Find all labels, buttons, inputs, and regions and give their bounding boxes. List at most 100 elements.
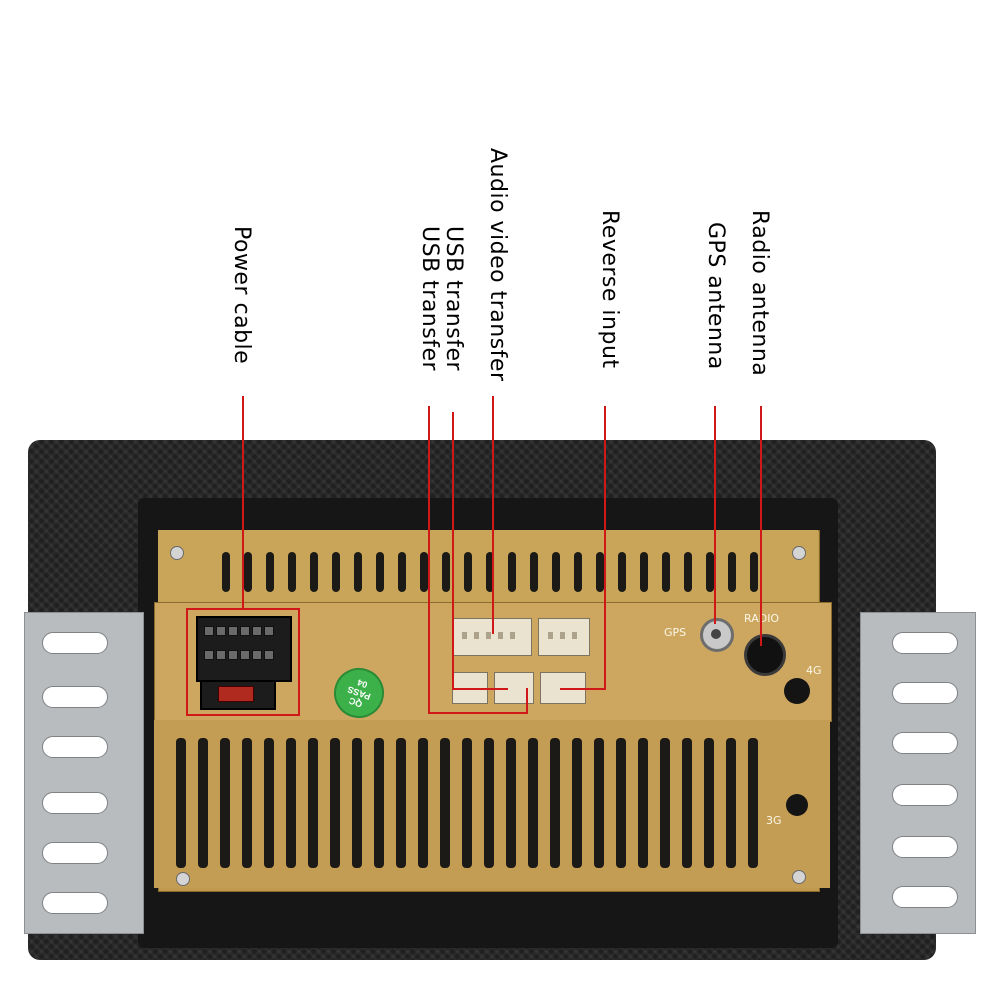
bracket-slot: [892, 784, 958, 806]
heatsink-slot: [462, 738, 472, 868]
vent-slot: [508, 552, 516, 592]
connector-pin: [228, 626, 238, 636]
vent-slot: [750, 552, 758, 592]
heatsink-slot: [374, 738, 384, 868]
vent-slot: [354, 552, 362, 592]
connector-pin: [510, 632, 515, 639]
connector-pin: [264, 626, 274, 636]
reverse-input-leader-bottom: [560, 688, 606, 690]
connector-pin: [204, 626, 214, 636]
audio-video-transfer-label: Audio video transfer: [485, 148, 510, 382]
bracket-slot: [42, 892, 108, 914]
vent-slot: [728, 552, 736, 592]
heatsink-slot: [176, 738, 186, 868]
connector-pin: [560, 632, 565, 639]
heatsink-slot: [572, 738, 582, 868]
vent-slot: [596, 552, 604, 592]
heatsink-slot: [616, 738, 626, 868]
radio-antenna-leader: [760, 406, 762, 646]
vent-slot: [244, 552, 252, 592]
connector-pin: [204, 650, 214, 660]
bracket-slot: [892, 836, 958, 858]
red-plug: [218, 686, 254, 702]
vent-slot: [398, 552, 406, 592]
gps-port-center: [711, 629, 721, 639]
usb-transfer-leader-2-bottom: [452, 688, 508, 690]
vent-slot: [222, 552, 230, 592]
gps-silkscreen: GPS: [664, 626, 687, 639]
vent-slot: [706, 552, 714, 592]
vent-slot: [618, 552, 626, 592]
heatsink-slot: [220, 738, 230, 868]
bracket-slot: [42, 842, 108, 864]
connector-pin: [228, 650, 238, 660]
heatsink-slot: [286, 738, 296, 868]
reverse-input-leader: [604, 406, 606, 690]
connector-pin: [548, 632, 553, 639]
connector-pin: [240, 626, 250, 636]
usb-transfer-leader-1-up: [526, 688, 528, 714]
power-cable-leader: [242, 396, 244, 610]
connector-pin: [252, 650, 262, 660]
bracket-slot: [892, 632, 958, 654]
connector-pin: [252, 626, 262, 636]
vent-slot: [442, 552, 450, 592]
heatsink-slot: [506, 738, 516, 868]
audio-video-leader: [492, 396, 494, 634]
heatsink-slot: [308, 738, 318, 868]
radio-antenna-label: Radio antenna: [747, 210, 772, 377]
heatsink-slot: [330, 738, 340, 868]
bracket-slot: [892, 682, 958, 704]
vent-slot: [420, 552, 428, 592]
heatsink-slot: [550, 738, 560, 868]
screw: [792, 870, 806, 884]
heatsink-slot: [418, 738, 428, 868]
right-mounting-bracket: [860, 612, 976, 934]
vent-slot: [464, 552, 472, 592]
port-3g-silkscreen: 3G: [766, 814, 782, 827]
usb-transfer-leader-2: [452, 412, 454, 690]
connector-pin: [462, 632, 467, 639]
heatsink-slot: [594, 738, 604, 868]
connector-pin: [572, 632, 577, 639]
vent-slot: [640, 552, 648, 592]
heatsink-slot: [484, 738, 494, 868]
heatsink-slot: [242, 738, 252, 868]
vent-slot: [288, 552, 296, 592]
connector-pin: [216, 626, 226, 636]
heatsink-slot: [264, 738, 274, 868]
vent-slot: [332, 552, 340, 592]
port-4g: [784, 678, 810, 704]
heatsink-slot: [352, 738, 362, 868]
vent-slot: [266, 552, 274, 592]
heatsink-slot: [660, 738, 670, 868]
usb-transfer-leader-1-bottom: [428, 712, 528, 714]
bracket-slot: [42, 792, 108, 814]
reverse-input-label: Reverse input: [597, 210, 622, 369]
heatsink-slot: [682, 738, 692, 868]
bracket-slot: [42, 736, 108, 758]
vent-slot: [376, 552, 384, 592]
heatsink-slot: [528, 738, 538, 868]
port-3g: [786, 794, 808, 816]
heatsink-slot: [396, 738, 406, 868]
connector-pin: [216, 650, 226, 660]
power-cable-highlight-box: [186, 608, 300, 716]
power-cable-label: Power cable: [229, 226, 254, 365]
vent-slot: [552, 552, 560, 592]
heatsink-slot: [198, 738, 208, 868]
bracket-slot: [42, 686, 108, 708]
gps-antenna-label: GPS antenna: [703, 222, 728, 370]
aux-connector: [538, 618, 590, 656]
screw: [176, 872, 190, 886]
bracket-slot: [892, 886, 958, 908]
screw: [170, 546, 184, 560]
usb-transfer-leader-1: [428, 406, 430, 714]
usb-transfer-label-2: USB transfer: [441, 226, 466, 372]
vent-slot: [486, 552, 494, 592]
vent-slot: [310, 552, 318, 592]
heatsink-slot: [704, 738, 714, 868]
usb-transfer-label-1: USB transfer: [417, 226, 442, 372]
vent-slot: [574, 552, 582, 592]
heatsink-slot: [440, 738, 450, 868]
